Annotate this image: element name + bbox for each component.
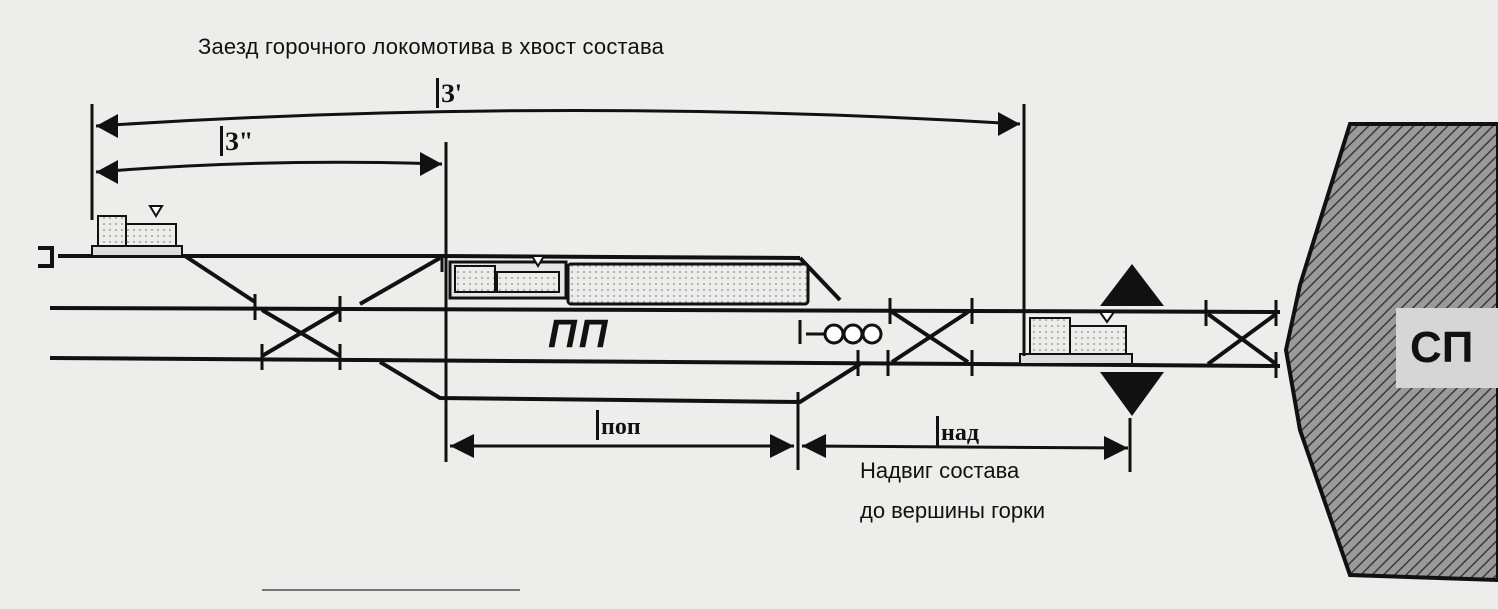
crossover-left-b xyxy=(260,308,342,358)
train-in-park xyxy=(448,255,810,306)
top-connector-2 xyxy=(359,256,441,306)
hump-crest-bottom-triangle xyxy=(1100,372,1164,416)
dim-l3-double-prime-label: З" xyxy=(220,126,253,157)
buffer-stop xyxy=(38,246,54,268)
dim-lpop-label: поп xyxy=(596,410,641,441)
derail-symbol xyxy=(806,323,883,345)
dim-lnad-label: над xyxy=(936,416,979,447)
dim-l3-double-prime-line xyxy=(95,160,443,174)
park-bottom-track xyxy=(378,360,862,405)
dim-l3-prime-label: З' xyxy=(436,78,462,109)
middle-track xyxy=(49,306,1281,314)
receiving-park-label: ПП xyxy=(548,312,610,356)
crossover-mid-b xyxy=(890,310,970,364)
joints xyxy=(253,254,1278,378)
hump-locomotive-top xyxy=(91,205,183,257)
sorting-park-label: СП xyxy=(1396,308,1498,388)
push-note-line1: Надвиг состава xyxy=(860,458,1020,483)
push-note-line2: до вершины горки xyxy=(860,498,1046,523)
top-connector xyxy=(183,254,257,304)
diagram-title: Заезд горочного локомотива в хвост соста… xyxy=(198,34,665,59)
dimension-arrowheads xyxy=(96,112,1128,460)
dimension-lines xyxy=(90,104,1132,472)
dim-l3-prime-line xyxy=(95,108,1021,128)
hump-area xyxy=(1283,122,1498,583)
hump-locomotive-near-hump xyxy=(1019,311,1133,365)
hump-crest-top-triangle xyxy=(1100,264,1164,306)
dim-lnad-line xyxy=(801,444,1129,450)
crossover-right-b xyxy=(1206,312,1278,366)
